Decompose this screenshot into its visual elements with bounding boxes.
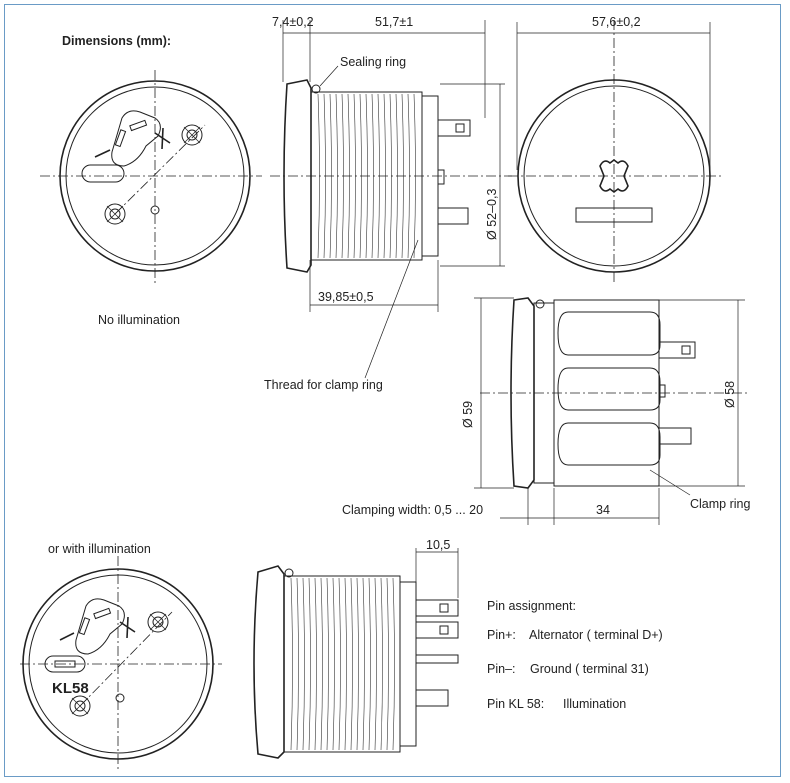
dim-front-diameter: 57,6±0,2 — [592, 15, 641, 29]
pin-minus-label: Pin–: — [487, 662, 516, 676]
dim-thread-length: 39,85±0,5 — [318, 290, 374, 304]
side-view-clamp-ring — [474, 297, 750, 525]
rear-view-no-illumination — [40, 70, 262, 285]
pin-plus-label: Pin+: — [487, 628, 516, 642]
front-view — [508, 20, 722, 285]
drawing-title: Dimensions (mm): — [62, 34, 171, 48]
thread-line — [320, 577, 323, 751]
side-view-illumination — [253, 548, 459, 759]
pin-kl58-desc: Illumination — [563, 697, 626, 711]
thread-line — [308, 577, 311, 751]
dim-diameter-58: Ø 58 — [723, 381, 737, 408]
thread-line — [332, 577, 335, 751]
dim-pin-length: 10,5 — [426, 538, 450, 552]
label-with-illumination: or with illumination — [48, 542, 151, 556]
pin-kl58-label: Pin KL 58: — [487, 697, 544, 711]
label-clamping-width: Clamping width: 0,5 ... 20 — [342, 503, 483, 517]
thread-line — [350, 577, 353, 751]
side-view — [270, 20, 512, 379]
thread-line — [338, 577, 341, 751]
thread-line — [326, 577, 329, 751]
drawing-frame — [4, 4, 781, 777]
thread-line — [302, 577, 305, 751]
pin-plus-desc: Alternator ( terminal D+) — [529, 628, 663, 642]
label-thread: Thread for clamp ring — [264, 378, 383, 392]
thread-line — [374, 577, 377, 751]
thread-line — [344, 577, 347, 751]
thread-line — [392, 577, 395, 751]
dim-bezel-depth: 7,4±0,2 — [272, 15, 314, 29]
dim-overall-length: 51,7±1 — [375, 15, 413, 29]
pin-minus-desc: Ground ( terminal 31) — [530, 662, 649, 676]
dim-body-diameter: Ø 52–0,3 — [485, 189, 499, 240]
thread-line — [290, 577, 293, 751]
rear-view-with-illumination — [20, 556, 222, 772]
label-no-illumination: No illumination — [98, 313, 180, 327]
dim-clamp-length: 34 — [596, 503, 610, 517]
dim-diameter-59: Ø 59 — [461, 401, 475, 428]
thread-line — [356, 577, 359, 751]
pin-assignment-heading: Pin assignment: — [487, 599, 576, 613]
thread-line — [296, 577, 299, 751]
thread-line — [380, 577, 383, 751]
label-sealing-ring: Sealing ring — [340, 55, 406, 69]
label-clamp-ring: Clamp ring — [690, 497, 750, 511]
thread-line — [368, 577, 371, 751]
thread-line — [314, 577, 317, 751]
thread-line — [362, 577, 365, 751]
label-kl58: KL58 — [52, 680, 89, 697]
thread-line — [386, 577, 389, 751]
